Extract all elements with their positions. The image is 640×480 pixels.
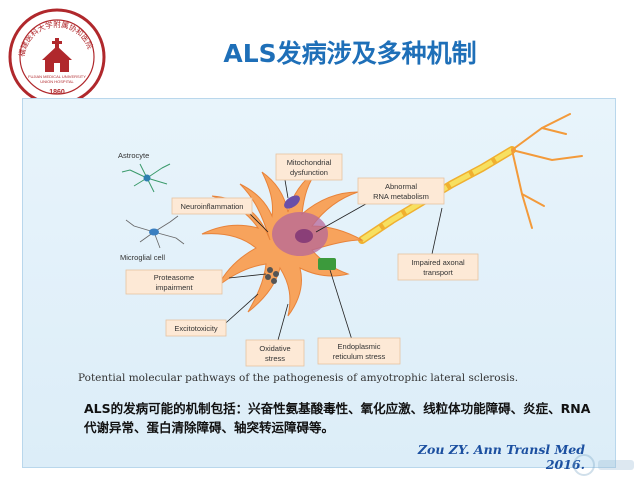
mito-box	[275, 153, 343, 181]
axon	[358, 113, 583, 244]
mito-label-line2: dysfunction	[290, 168, 328, 177]
oxidative-label-line1: Oxidative	[259, 344, 290, 353]
er-label-line2: reticulum stress	[333, 352, 386, 361]
excitotoxicity-label: Excitotoxicity	[174, 324, 218, 333]
summary-text: ALS的发病可能的机制包括：兴奋性氨基酸毒性、氧化应激、线粒体功能障碍、炎症、R…	[84, 401, 591, 435]
microglial-label: Microglial cell	[120, 253, 165, 262]
rna-box	[357, 177, 445, 205]
excitotoxicity-box	[165, 319, 227, 337]
axonal-label-line1: Impaired axonal	[411, 258, 465, 267]
neuroinflammation-label: Neuroinflammation	[181, 202, 244, 211]
logo-year: 1860	[49, 89, 65, 96]
mito-label-line1: Mitochondrial	[287, 158, 332, 167]
citation: Zou ZY. Ann Transl Med 2016.	[417, 442, 585, 472]
watermark-logo	[573, 454, 634, 476]
oxidative-label-line2: stress	[265, 354, 285, 363]
neuroinflammation-box	[171, 197, 253, 215]
proteasome-box	[125, 269, 223, 295]
er-label-line1: Endoplasmic	[338, 342, 381, 351]
microglial-illustration	[125, 215, 185, 249]
astrocyte-illustration	[121, 163, 171, 193]
oxidative-box	[245, 339, 305, 367]
proteasome-label-line2: impairment	[155, 283, 193, 292]
proteasome-label-line1: Proteasome	[154, 273, 194, 282]
hospital-logo: 福建医科大学附属协和医院 FUJIAN MEDICAL UNIVERSITY U…	[8, 8, 106, 106]
slide-title: ALS发病涉及多种机制	[223, 39, 477, 68]
rna-label-line2: RNA metabolism	[373, 192, 429, 201]
astrocyte-label: Astrocyte	[118, 151, 149, 160]
axonal-label-line2: transport	[423, 268, 454, 277]
pointer-lines	[217, 173, 443, 341]
neuron-diagram: Astrocyte Microglial cell	[118, 113, 583, 367]
er-box	[317, 337, 401, 365]
rna-label-line1: Abnormal	[385, 182, 417, 191]
logo-english2: UNION HOSPITAL	[40, 79, 74, 84]
logo-english1: FUJIAN MEDICAL UNIVERSITY	[28, 74, 86, 79]
axonal-box	[397, 253, 479, 281]
neuron-cell-body	[201, 169, 364, 317]
figure-caption: Potential molecular pathways of the path…	[78, 372, 519, 384]
